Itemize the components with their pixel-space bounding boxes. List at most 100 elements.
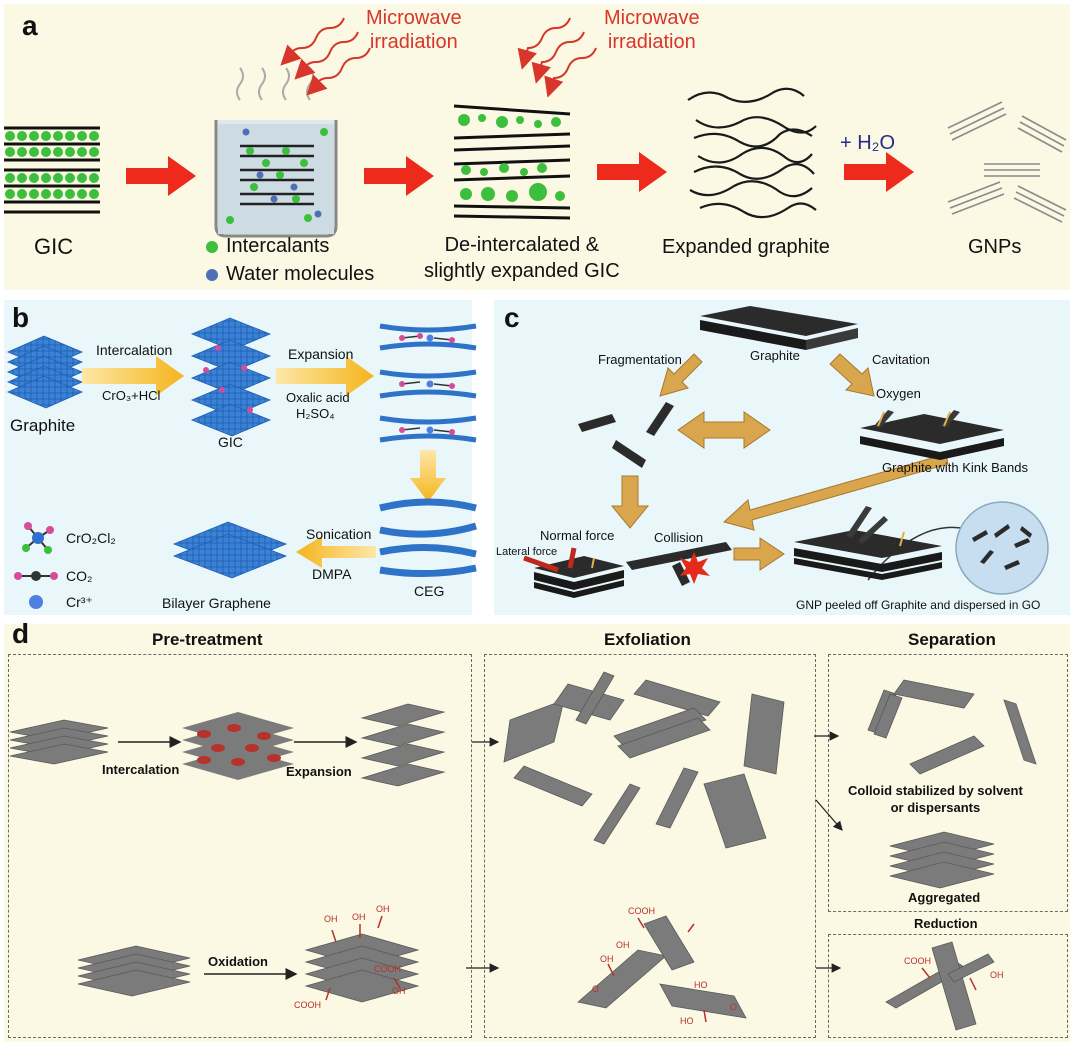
panel-d-graphics <box>9 671 1037 1031</box>
group-label: OH <box>600 954 614 964</box>
reduced-group-bonds <box>921 967 977 991</box>
process-arrows <box>126 152 914 196</box>
collision-label: Collision <box>654 530 704 545</box>
group-label: OH <box>376 904 390 914</box>
reagent1-label: CrO₃+HCl <box>102 388 161 403</box>
dmpa-label: DMPA <box>312 566 352 582</box>
force-graphite <box>523 547 624 598</box>
fragments <box>578 402 674 468</box>
intercalation-label-d: Intercalation <box>102 762 180 777</box>
group-label: O <box>592 984 600 994</box>
gic-molecules <box>203 345 253 413</box>
separation-title: Separation <box>908 630 996 649</box>
deintercalated-label: De-intercalated &slightly expanded GIC <box>424 234 620 282</box>
intercalated-stack-d <box>182 712 294 780</box>
pretreatment-box <box>8 654 472 1038</box>
group-label: COOH <box>628 906 655 916</box>
pretreatment-title: Pre-treatment <box>152 630 263 649</box>
dispersion-circle <box>955 501 1049 595</box>
panel-a-label: a <box>22 10 38 41</box>
gnps-label: GNPs <box>968 236 1022 258</box>
exfoliation-title: Exfoliation <box>604 630 691 649</box>
graphite-stack-b <box>6 335 84 409</box>
intercalation-arrow <box>82 356 184 396</box>
fragmentation-label: Fragmentation <box>598 352 682 367</box>
reduction-box <box>828 934 1068 1038</box>
reagent2a-label: Oxalic acid <box>286 390 350 405</box>
group-label: OH <box>324 914 338 924</box>
sonication-label: Sonication <box>306 526 372 542</box>
expanded-layers-b <box>379 323 477 443</box>
gnp-peeled-label: GNP peeled off Graphite and dispersed in… <box>796 598 1041 612</box>
group-label: OH <box>392 986 406 996</box>
graphite-label-b: Graphite <box>10 416 76 435</box>
water-label: Water molecules <box>226 263 375 285</box>
panel-d: d Pre-treatment Exfoliation Separation I… <box>4 618 1070 1042</box>
oxidized-stack <box>304 933 420 1003</box>
panel-a-graphics <box>4 17 1067 281</box>
group-label: OH <box>990 970 1004 980</box>
bilayer-graphene <box>172 521 288 579</box>
panel-b-graphics <box>6 317 477 609</box>
graphite-stack-ox <box>77 945 191 997</box>
legend-cr: Cr³⁺ <box>66 594 93 610</box>
group-label: COOH <box>904 956 931 966</box>
cavitation-label: Cavitation <box>872 352 930 367</box>
down-arrow-b <box>410 450 446 502</box>
panel-b: b Graphite Intercalation CrO₃+HCl GIC Ex… <box>4 300 477 615</box>
reduction-label: Reduction <box>914 916 978 931</box>
process-arrows-c <box>610 353 949 571</box>
intercalation-label-b: Intercalation <box>96 342 173 358</box>
gnps-sheets <box>947 101 1067 223</box>
graphite-label-c: Graphite <box>750 348 800 363</box>
gic-label: GIC <box>34 234 74 259</box>
aggregated-stack <box>889 831 995 889</box>
intercalants-label: Intercalants <box>226 235 330 257</box>
expansion-label-b: Expansion <box>288 346 354 362</box>
expanded-graphite <box>687 87 817 219</box>
panel-b-label: b <box>12 302 30 333</box>
expansion-label-d: Expansion <box>286 764 352 779</box>
expanded-graphite-label: Expanded graphite <box>662 236 830 258</box>
colloid-sheets <box>867 679 1037 775</box>
microwave-waves-1 <box>280 17 371 96</box>
separation-box <box>828 654 1068 912</box>
kink-graphite <box>860 410 1004 460</box>
panel-c-label: c <box>504 302 520 333</box>
group-label: COOH <box>294 1000 321 1010</box>
sonication-arrow <box>296 536 376 568</box>
group-label: OH <box>352 912 366 922</box>
legend-co2: CO₂ <box>66 568 93 584</box>
expanded-stack-d <box>360 703 446 787</box>
kink-label: Graphite with Kink Bands <box>882 460 1028 475</box>
functional-group-bonds <box>325 915 401 1001</box>
ceg-label: CEG <box>414 583 445 599</box>
bilayer-label: Bilayer Graphene <box>162 595 271 611</box>
legend-crocl: CrO₂Cl₂ <box>66 530 116 546</box>
reagent2b-label: H₂SO₄ <box>296 406 335 421</box>
exfoliated-sheets <box>503 671 785 849</box>
reduced-sheets <box>885 941 995 1031</box>
group-label: HO <box>694 980 708 990</box>
panel-d-label: d <box>12 618 30 649</box>
group-label: O <box>730 1002 738 1012</box>
gic-stack <box>4 126 100 214</box>
group-label: OH <box>616 940 630 950</box>
graphite-stack-d <box>9 719 109 765</box>
oxygen-label: Oxygen <box>876 386 921 401</box>
peeled-graphite <box>794 506 942 580</box>
graphite-block-c <box>700 306 858 350</box>
lateral-force-label: Lateral force <box>496 546 558 558</box>
water-legend-dot <box>206 269 218 281</box>
gic-label-b: GIC <box>218 434 243 450</box>
deintercalated-stack <box>453 104 571 220</box>
legend-molecules <box>14 522 58 609</box>
beaker <box>214 67 338 238</box>
ceg-layers <box>379 498 477 578</box>
panel-c-graphics <box>523 306 1049 598</box>
aggregated-label: Aggregated <box>908 890 981 905</box>
